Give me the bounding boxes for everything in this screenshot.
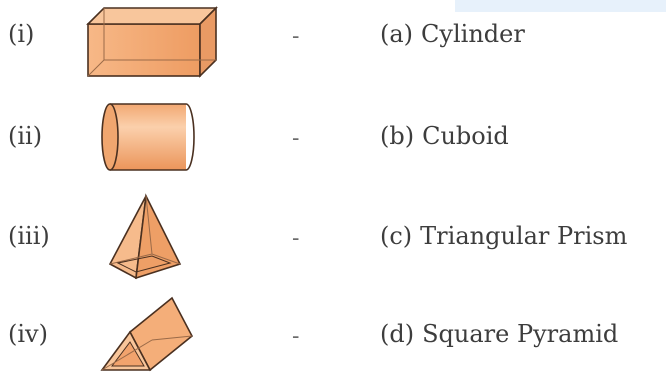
top-highlight-band [455,0,666,12]
separator-dash: - [292,24,300,49]
answer-option: (c)Triangular Prism [380,224,627,248]
separator-dash: - [292,126,300,151]
answer-text: Cuboid [422,122,509,150]
answer-text: Triangular Prism [420,222,628,250]
item-number: (iv) [8,320,48,348]
cuboid-icon [86,6,218,78]
match-row-4: (iv) - (d)Square Pyramid [0,288,666,378]
separator-dash: - [292,226,300,251]
answer-option: (d)Square Pyramid [380,322,618,346]
answer-text: Square Pyramid [422,320,619,348]
answer-option: (a)Cylinder [380,22,525,46]
answer-text: Cylinder [421,20,525,48]
match-row-2: (ii) - (b)Cuboid [0,90,666,180]
square-pyramid-icon [108,193,182,280]
match-row-3: (iii) - (c)Triangular Prism [0,186,666,280]
match-row-1: (i) - (a)Cylinder [0,0,666,90]
answer-letter: (d) [380,320,415,348]
answer-option: (b)Cuboid [380,124,509,148]
answer-letter: (a) [380,20,414,48]
separator-dash: - [292,324,300,349]
item-number: (i) [8,20,35,48]
answer-letter: (b) [380,122,415,150]
item-number: (ii) [8,122,43,150]
triangular-prism-icon [100,296,194,372]
answer-letter: (c) [380,222,413,250]
item-number: (iii) [8,222,50,250]
cylinder-icon [101,103,195,171]
